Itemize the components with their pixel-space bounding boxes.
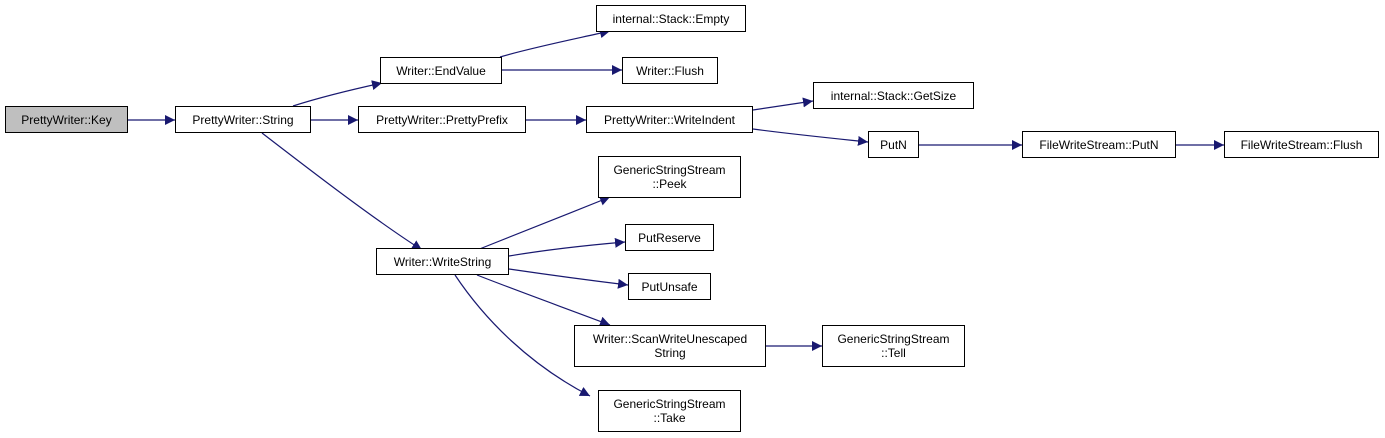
node-writer-flush[interactable]: Writer::Flush [622, 57, 718, 84]
node-put-unsafe[interactable]: PutUnsafe [628, 273, 711, 300]
node-generic-string-stream-peek[interactable]: GenericStringStream ::Peek [598, 156, 741, 198]
node-put-n[interactable]: PutN [868, 131, 919, 158]
edge-write-string-to-peek [476, 196, 611, 251]
node-stack-get-size[interactable]: internal::Stack::GetSize [813, 82, 974, 109]
edge-write-string-to-reserve [508, 237, 626, 257]
node-generic-string-stream-take[interactable]: GenericStringStream ::Take [598, 390, 741, 432]
node-writer-write-string[interactable]: Writer::WriteString [376, 248, 509, 275]
node-generic-string-stream-tell[interactable]: GenericStringStream ::Tell [822, 325, 965, 367]
edge-indent-to-putn [752, 128, 869, 146]
edge-write-string-to-take [454, 274, 591, 397]
node-put-reserve[interactable]: PutReserve [625, 224, 714, 251]
node-writer-end-value[interactable]: Writer::EndValue [380, 57, 502, 84]
node-file-write-stream-flush[interactable]: FileWriteStream::Flush [1224, 131, 1379, 158]
edge-write-string-to-scan [476, 274, 611, 327]
edge-write-string-to-unsafe [508, 268, 629, 289]
node-writer-scan-write-unescaped-string[interactable]: Writer::ScanWriteUnescaped String [574, 325, 766, 367]
node-stack-empty[interactable]: internal::Stack::Empty [596, 5, 746, 32]
node-pretty-writer-key: PrettyWriter::Key [5, 106, 128, 133]
node-pretty-writer-string[interactable]: PrettyWriter::String [175, 106, 311, 133]
node-file-write-stream-put-n[interactable]: FileWriteStream::PutN [1022, 131, 1176, 158]
edge-indent-to-get-size [752, 97, 814, 111]
edge-end-value-to-empty [499, 28, 611, 58]
edge-string-to-write-string [261, 132, 423, 251]
node-pretty-writer-pretty-prefix[interactable]: PrettyWriter::PrettyPrefix [358, 106, 526, 133]
edge-string-to-end-value [292, 80, 383, 107]
node-pretty-writer-write-indent[interactable]: PrettyWriter::WriteIndent [586, 106, 753, 133]
